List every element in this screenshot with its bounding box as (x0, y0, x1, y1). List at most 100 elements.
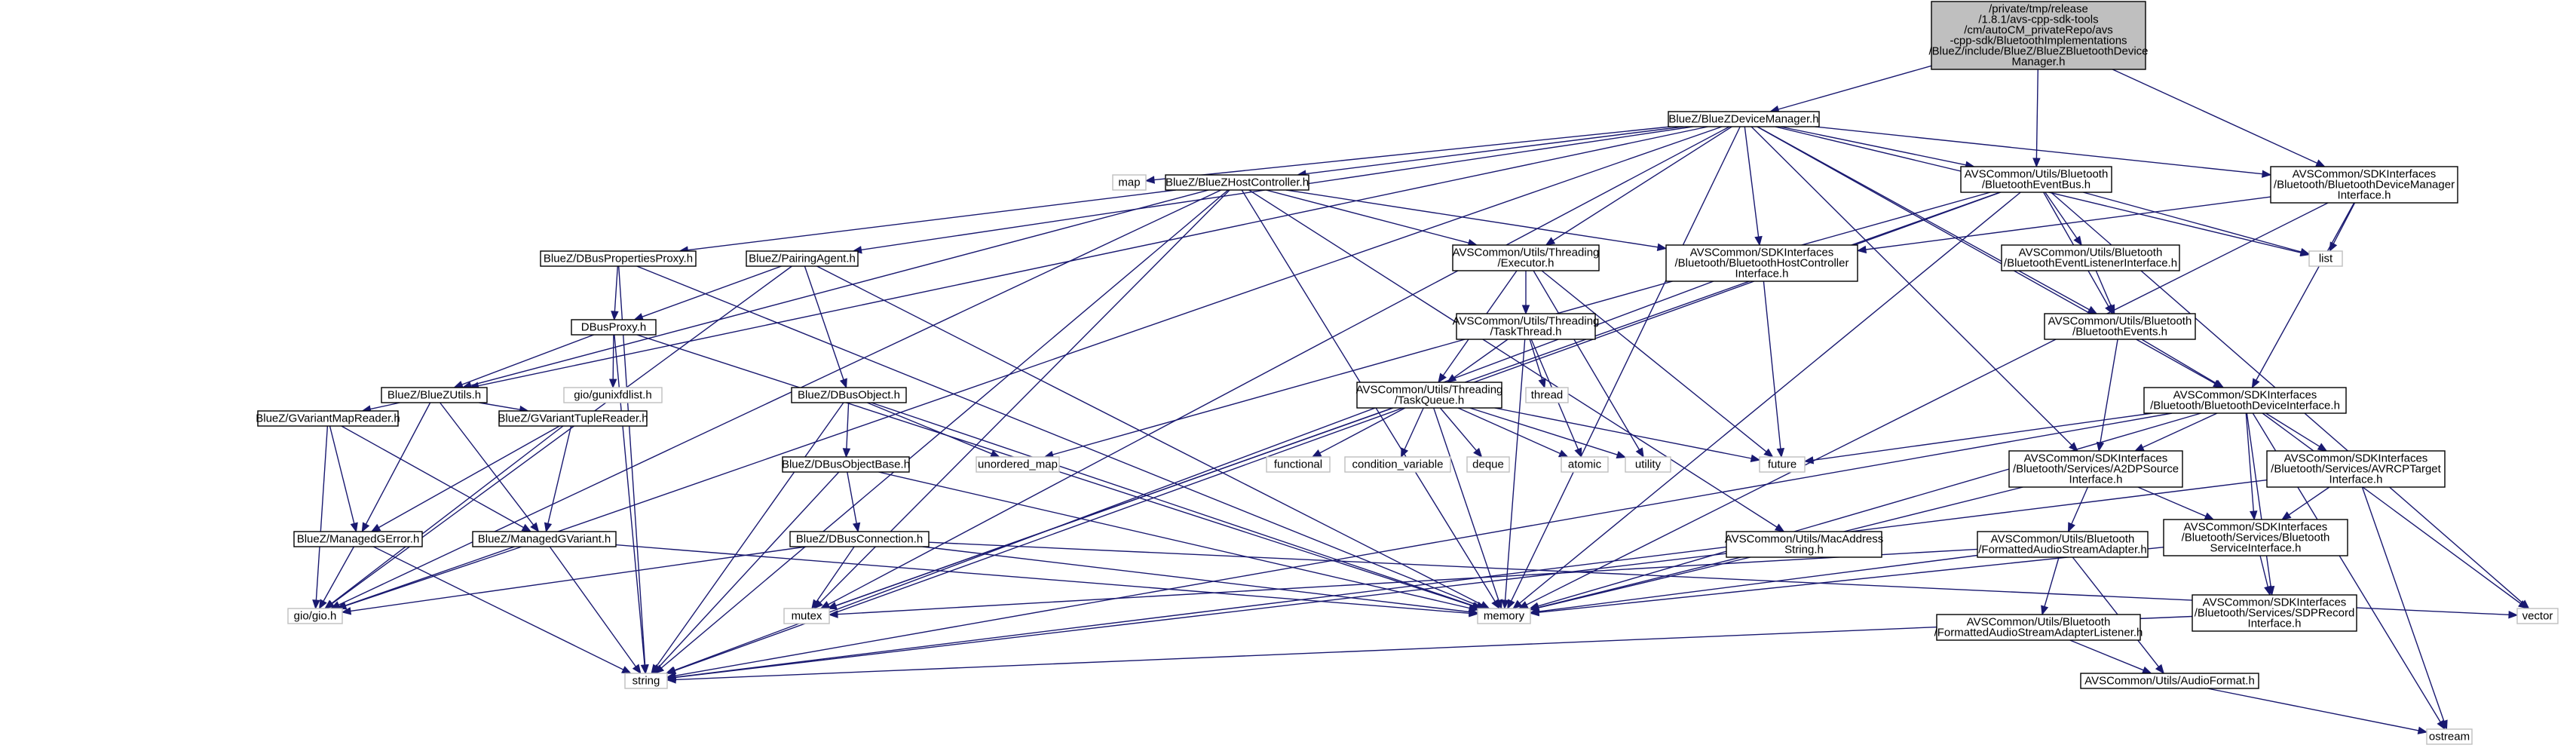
node-audiofmt[interactable]: AVSCommon/Utils/AudioFormat.h (2080, 673, 2259, 689)
node-listenerif[interactable]: AVSCommon/Utils/Bluetooth/BluetoothEvent… (2001, 244, 2180, 271)
node-label-line: AVSCommon/Utils/MacAddress (1725, 533, 1884, 546)
edge-line (1404, 407, 1424, 450)
arrowhead (1507, 599, 1515, 610)
edge-listenerif-to-btevents (2095, 270, 2115, 315)
edge-dbusproxy-to-gunix (608, 334, 617, 389)
node-box (1977, 531, 2149, 558)
arrowhead (2069, 442, 2078, 452)
node-condvar: condition_variable (1344, 456, 1451, 473)
edge-btdevif-to-future (1803, 412, 2153, 464)
edge-btdevif-to-svcif (2245, 412, 2258, 521)
node-label-line: AVSCommon/Utils/Bluetooth (1967, 616, 2111, 629)
node-box (2163, 519, 2348, 556)
node-btdevmgrif[interactable]: AVSCommon/SDKInterfaces/Bluetooth/Blueto… (2270, 166, 2458, 204)
node-label-line: /Bluetooth/Services/AVRCPTarget (2271, 463, 2441, 476)
arrowhead (1144, 176, 1155, 184)
edge-taskqueue-to-memory (1433, 407, 1502, 610)
node-label-line: BlueZ/PairingAgent.h (749, 253, 856, 265)
node-pairing[interactable]: BlueZ/PairingAgent.h (746, 250, 859, 267)
node-box (2516, 608, 2559, 624)
node-hostctrlif[interactable]: AVSCommon/SDKInterfaces/Bluetooth/Blueto… (1665, 244, 1858, 282)
edge-line (549, 546, 636, 667)
edge-line (2256, 202, 2355, 381)
node-svcif[interactable]: AVSCommon/SDKInterfaces/Bluetooth/Servic… (2163, 519, 2348, 556)
node-fmtadapter[interactable]: AVSCommon/Utils/Bluetooth/FormattedAudio… (1977, 531, 2149, 558)
arrowhead (1774, 523, 1785, 532)
node-label-line: BlueZ/DBusConnection.h (796, 533, 923, 546)
node-taskqueue[interactable]: AVSCommon/Utils/Threading/TaskQueue.h (1356, 382, 1503, 409)
edge-line (867, 402, 992, 455)
arrowhead (1558, 449, 1569, 458)
node-box (1266, 456, 1331, 473)
node-root[interactable]: /private/tmp/release/1.8.1/avs-cpp-sdk-t… (1929, 1, 2149, 70)
node-devmgr[interactable]: BlueZ/BlueZDeviceManager.h (1668, 111, 1820, 127)
arrowhead (2417, 726, 2428, 734)
node-dbusconn[interactable]: BlueZ/DBusConnection.h (789, 531, 930, 547)
node-btevents[interactable]: AVSCommon/Utils/Bluetooth/BluetoothEvent… (2044, 313, 2196, 340)
edge-line (816, 265, 1482, 605)
edge-line (323, 546, 355, 602)
arrowhead (1545, 237, 1556, 246)
node-dbusobjbase[interactable]: BlueZ/DBusObjectBase.h (782, 456, 910, 473)
edge-devmgr-to-memory (1507, 126, 1741, 610)
node-dbusobj[interactable]: BlueZ/DBusObject.h (791, 387, 907, 403)
edge-line (341, 425, 524, 529)
node-a2dp[interactable]: AVSCommon/SDKInterfaces/Bluetooth/Servic… (2008, 450, 2183, 488)
node-label-line: AVSCommon/Utils/Bluetooth (1965, 168, 2109, 181)
node-box (976, 456, 1060, 473)
node-box (2143, 387, 2347, 414)
node-propproxy[interactable]: BlueZ/DBusPropertiesProxy.h (540, 250, 697, 267)
edge-root-to-devmgr (1769, 65, 1932, 113)
edge-bzutils-to-gerror (361, 402, 431, 533)
node-sdp[interactable]: AVSCommon/SDKInterfaces/Bluetooth/Servic… (2192, 594, 2357, 632)
node-box (1452, 244, 1600, 271)
node-box (2008, 450, 2183, 488)
node-box (2266, 450, 2446, 488)
edge-taskqueue-to-utility (1469, 407, 1627, 458)
node-tasktread[interactable]: AVSCommon/Utils/Threading/TaskThread.h (1453, 313, 1600, 340)
node-label-line: AVSCommon/SDKInterfaces (1690, 247, 1834, 259)
edge-line (1812, 412, 2153, 461)
node-fmtlistener[interactable]: AVSCommon/Utils/Bluetooth/FormattedAudio… (1934, 614, 2143, 641)
edge-hostctrl-to-bzutils (461, 189, 1209, 390)
edge-line (837, 548, 1978, 615)
edge-line (2245, 412, 2254, 512)
node-avrcp[interactable]: AVSCommon/SDKInterfaces/Bluetooth/Servic… (2266, 450, 2446, 488)
edge-hostctrl-to-hostctrlif (1285, 189, 1668, 251)
node-label-line: AVSCommon/Utils/Threading (1356, 384, 1503, 397)
node-bteventbus[interactable]: AVSCommon/Utils/Bluetooth/BluetoothEvent… (1960, 166, 2112, 193)
node-box (1931, 1, 2146, 70)
node-box (381, 387, 488, 403)
node-bzutils[interactable]: BlueZ/BlueZUtils.h (381, 387, 488, 403)
edge-line (329, 425, 355, 524)
node-gvtuple[interactable]: BlueZ/GVariantTupleReader.h (498, 410, 648, 427)
edge-gvmapreader-to-giogio (312, 425, 329, 610)
arrowhead (811, 599, 820, 610)
node-label-line: Interface.h (2338, 189, 2391, 202)
node-gvmapreader[interactable]: BlueZ/GVariantMapReader.h (256, 410, 400, 427)
edge-line (655, 402, 844, 667)
edge-line (2072, 556, 2159, 667)
node-dbusproxy[interactable]: DBusProxy.h (571, 319, 657, 336)
edge-root-to-bteventbus (2032, 69, 2041, 168)
edge-gvmapreader-to-gvariant (341, 425, 532, 532)
node-gvariant[interactable]: BlueZ/ManagedGVariant.h (472, 531, 617, 547)
edge-bzutils-to-gvariant (440, 402, 540, 533)
edge-line (615, 544, 1470, 614)
edge-line (1248, 189, 1778, 528)
node-executor[interactable]: AVSCommon/Utils/Threading/Executor.h (1452, 244, 1600, 271)
edge-line (636, 265, 1478, 606)
arrowhead (1512, 599, 1523, 609)
node-hostctrl[interactable]: BlueZ/BlueZHostController.h (1165, 174, 1309, 191)
edge-line (673, 280, 1714, 671)
node-btdevif[interactable]: AVSCommon/SDKInterfaces/Bluetooth/Blueto… (2143, 387, 2347, 414)
edge-hostctrl-to-executor (1266, 189, 1478, 247)
node-label-line: -cpp-sdk/BluetoothImplementations (1950, 35, 2127, 48)
node-gerror[interactable]: BlueZ/ManagedGError.h (293, 531, 423, 547)
node-label-line: Manager.h (2012, 56, 2066, 69)
node-box (540, 250, 697, 267)
edge-line (1319, 407, 1406, 454)
edge-hostctrl-to-macaddr (1248, 189, 1785, 532)
arrowhead (2155, 664, 2165, 675)
